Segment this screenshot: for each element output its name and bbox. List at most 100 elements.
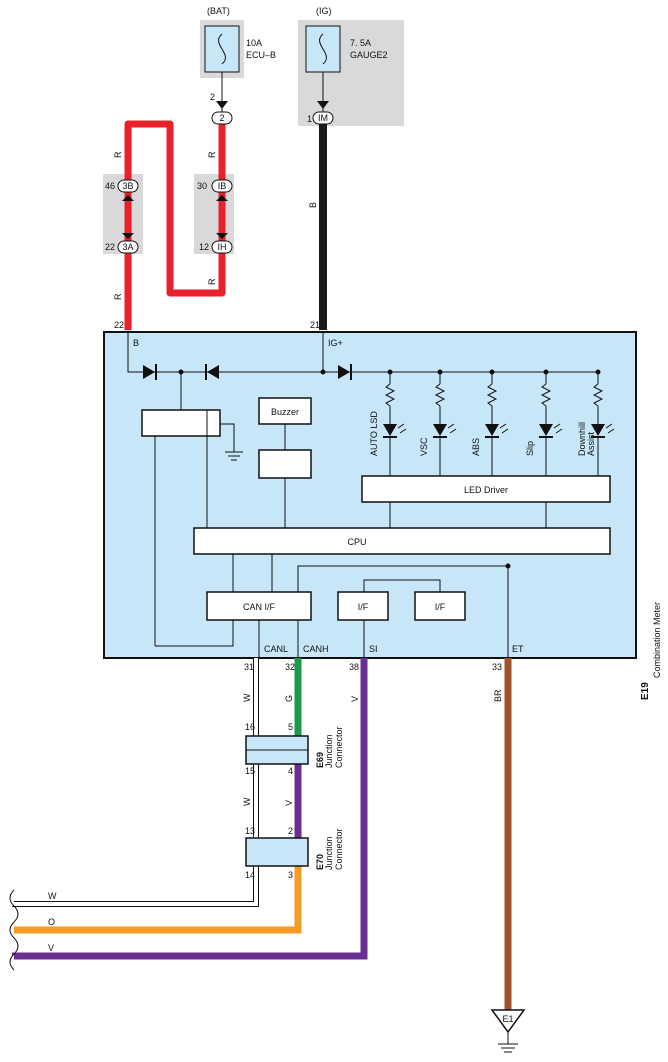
resistor-icon: [384, 383, 396, 407]
internal-bus: [127, 332, 600, 373]
cpu-label: CPU: [347, 537, 366, 547]
if2-label: I/F: [435, 602, 446, 612]
meter-term-ig: IG+: [328, 338, 343, 348]
e69-pin-4: 4: [288, 766, 293, 776]
wire-label-br: BR: [493, 689, 503, 702]
if2-box: [414, 591, 466, 621]
wire-label-o: O: [48, 917, 55, 927]
light-ray-icon: [553, 423, 563, 434]
e70-pin-3: 3: [288, 870, 293, 880]
resistor-icon: [592, 383, 604, 407]
splice-right-top-pin: 30: [197, 181, 207, 191]
led-icon: [539, 424, 553, 436]
ig-fuse-rating: 7. 5A: [350, 38, 371, 48]
led-label: AUTO LSD: [369, 411, 379, 456]
term-canl: CANL: [264, 644, 288, 654]
splice-right-bot-id: IH: [218, 242, 227, 252]
bat-pin: 2: [210, 92, 215, 102]
wire-label-w: W: [242, 693, 252, 702]
if-link-lead: [363, 579, 441, 592]
buzzer-box: [258, 397, 312, 425]
led-indicator: Slip: [525, 369, 563, 476]
junction-e70: [245, 837, 309, 867]
splice-right-bot-connector: [211, 240, 233, 254]
wire-label-v: V: [48, 943, 54, 953]
reg-ground-lead: [220, 423, 235, 452]
ground-icon: [225, 451, 243, 461]
wire-label-w: W: [48, 891, 57, 901]
light-ray-icon: [605, 423, 615, 434]
wire-break-icon: [9, 889, 19, 971]
pin-31: 31: [244, 662, 254, 672]
e69-pin-16: 16: [245, 722, 255, 732]
wire-label-r: R: [113, 151, 123, 158]
diode-icon: [338, 365, 350, 379]
splice-left-bot-connector: [117, 240, 139, 254]
splice-up-arrow-icon: [122, 195, 134, 201]
e70-id: E70: [315, 854, 325, 870]
led-icon: [433, 424, 447, 436]
ground-label: E1: [502, 1014, 513, 1024]
wire-label-r: R: [207, 278, 217, 285]
led-indicator: AUTO LSD: [369, 369, 407, 476]
ig-fuse-name: GAUGE2: [350, 50, 388, 60]
bat-fuse-rating: 10A: [246, 38, 262, 48]
led-driver-box: [361, 475, 611, 503]
junction-dot: [505, 563, 511, 569]
regulator-box: [141, 409, 221, 437]
led-icon: [485, 424, 499, 436]
led-indicator: VSC: [419, 369, 457, 476]
wire-label-b: B: [308, 202, 318, 208]
led-driver-label: LED Driver: [464, 485, 508, 495]
e70-name: Junction: [324, 836, 334, 870]
ig-connector-id: IM: [318, 113, 328, 123]
e69-name: Junction: [324, 734, 334, 768]
wire-label-r: R: [207, 151, 217, 158]
ig-fuse-icon: [319, 33, 327, 65]
resistor-icon: [486, 383, 498, 407]
wire-label-v: V: [350, 696, 360, 702]
resistor-icon: [434, 383, 446, 407]
splice-up-arrow-icon: [216, 195, 228, 201]
if1-label: I/F: [358, 602, 369, 612]
led-label: Slip: [525, 441, 535, 456]
ig-connector: [312, 111, 334, 125]
splice-down-arrow-icon: [216, 233, 228, 239]
e70-pin-14: 14: [245, 870, 255, 880]
light-ray-icon: [499, 423, 509, 434]
bat-connector-id: 2: [219, 113, 224, 123]
purple-wire-si: [12, 658, 368, 960]
term-canh: CANH: [303, 644, 329, 654]
led-label: VSC: [419, 437, 429, 456]
resistor-icon: [540, 383, 552, 407]
splice-right-top-connector: [211, 179, 233, 193]
ig-pin: 1: [307, 114, 312, 124]
e69-sub: Connector: [334, 726, 344, 768]
led-label: ABS: [471, 438, 481, 456]
ground-triangle-icon: [490, 1009, 526, 1034]
if1-box: [337, 591, 389, 621]
ig-connector-arrow-icon: [317, 101, 329, 109]
splice-left-bot-pin: 22: [105, 242, 115, 252]
white-wire: [12, 866, 258, 906]
e70-pin-2: 2: [288, 826, 293, 836]
led-indicator: ABS: [471, 369, 509, 476]
ig-source-label: (IG): [316, 6, 332, 16]
can-if-label: CAN I/F: [243, 602, 276, 612]
buzzer-label: Buzzer: [271, 407, 299, 417]
bat-source-label: (BAT): [207, 6, 230, 16]
meter-name: Combination Meter: [652, 602, 662, 678]
led-label: Downhill: [577, 422, 587, 456]
led-icon: [383, 424, 397, 436]
meter-term-b: B: [133, 338, 139, 348]
e69-id: E69: [315, 752, 325, 768]
cpu-et-lead: [297, 565, 509, 658]
cpu-box: [193, 527, 611, 555]
diode-icon: [207, 365, 219, 379]
wire-label-w: W: [242, 797, 252, 806]
splice-left-top-pin: 46: [105, 181, 115, 191]
splice-left-top-id: 3B: [122, 181, 133, 191]
orange-wire: [12, 866, 302, 934]
